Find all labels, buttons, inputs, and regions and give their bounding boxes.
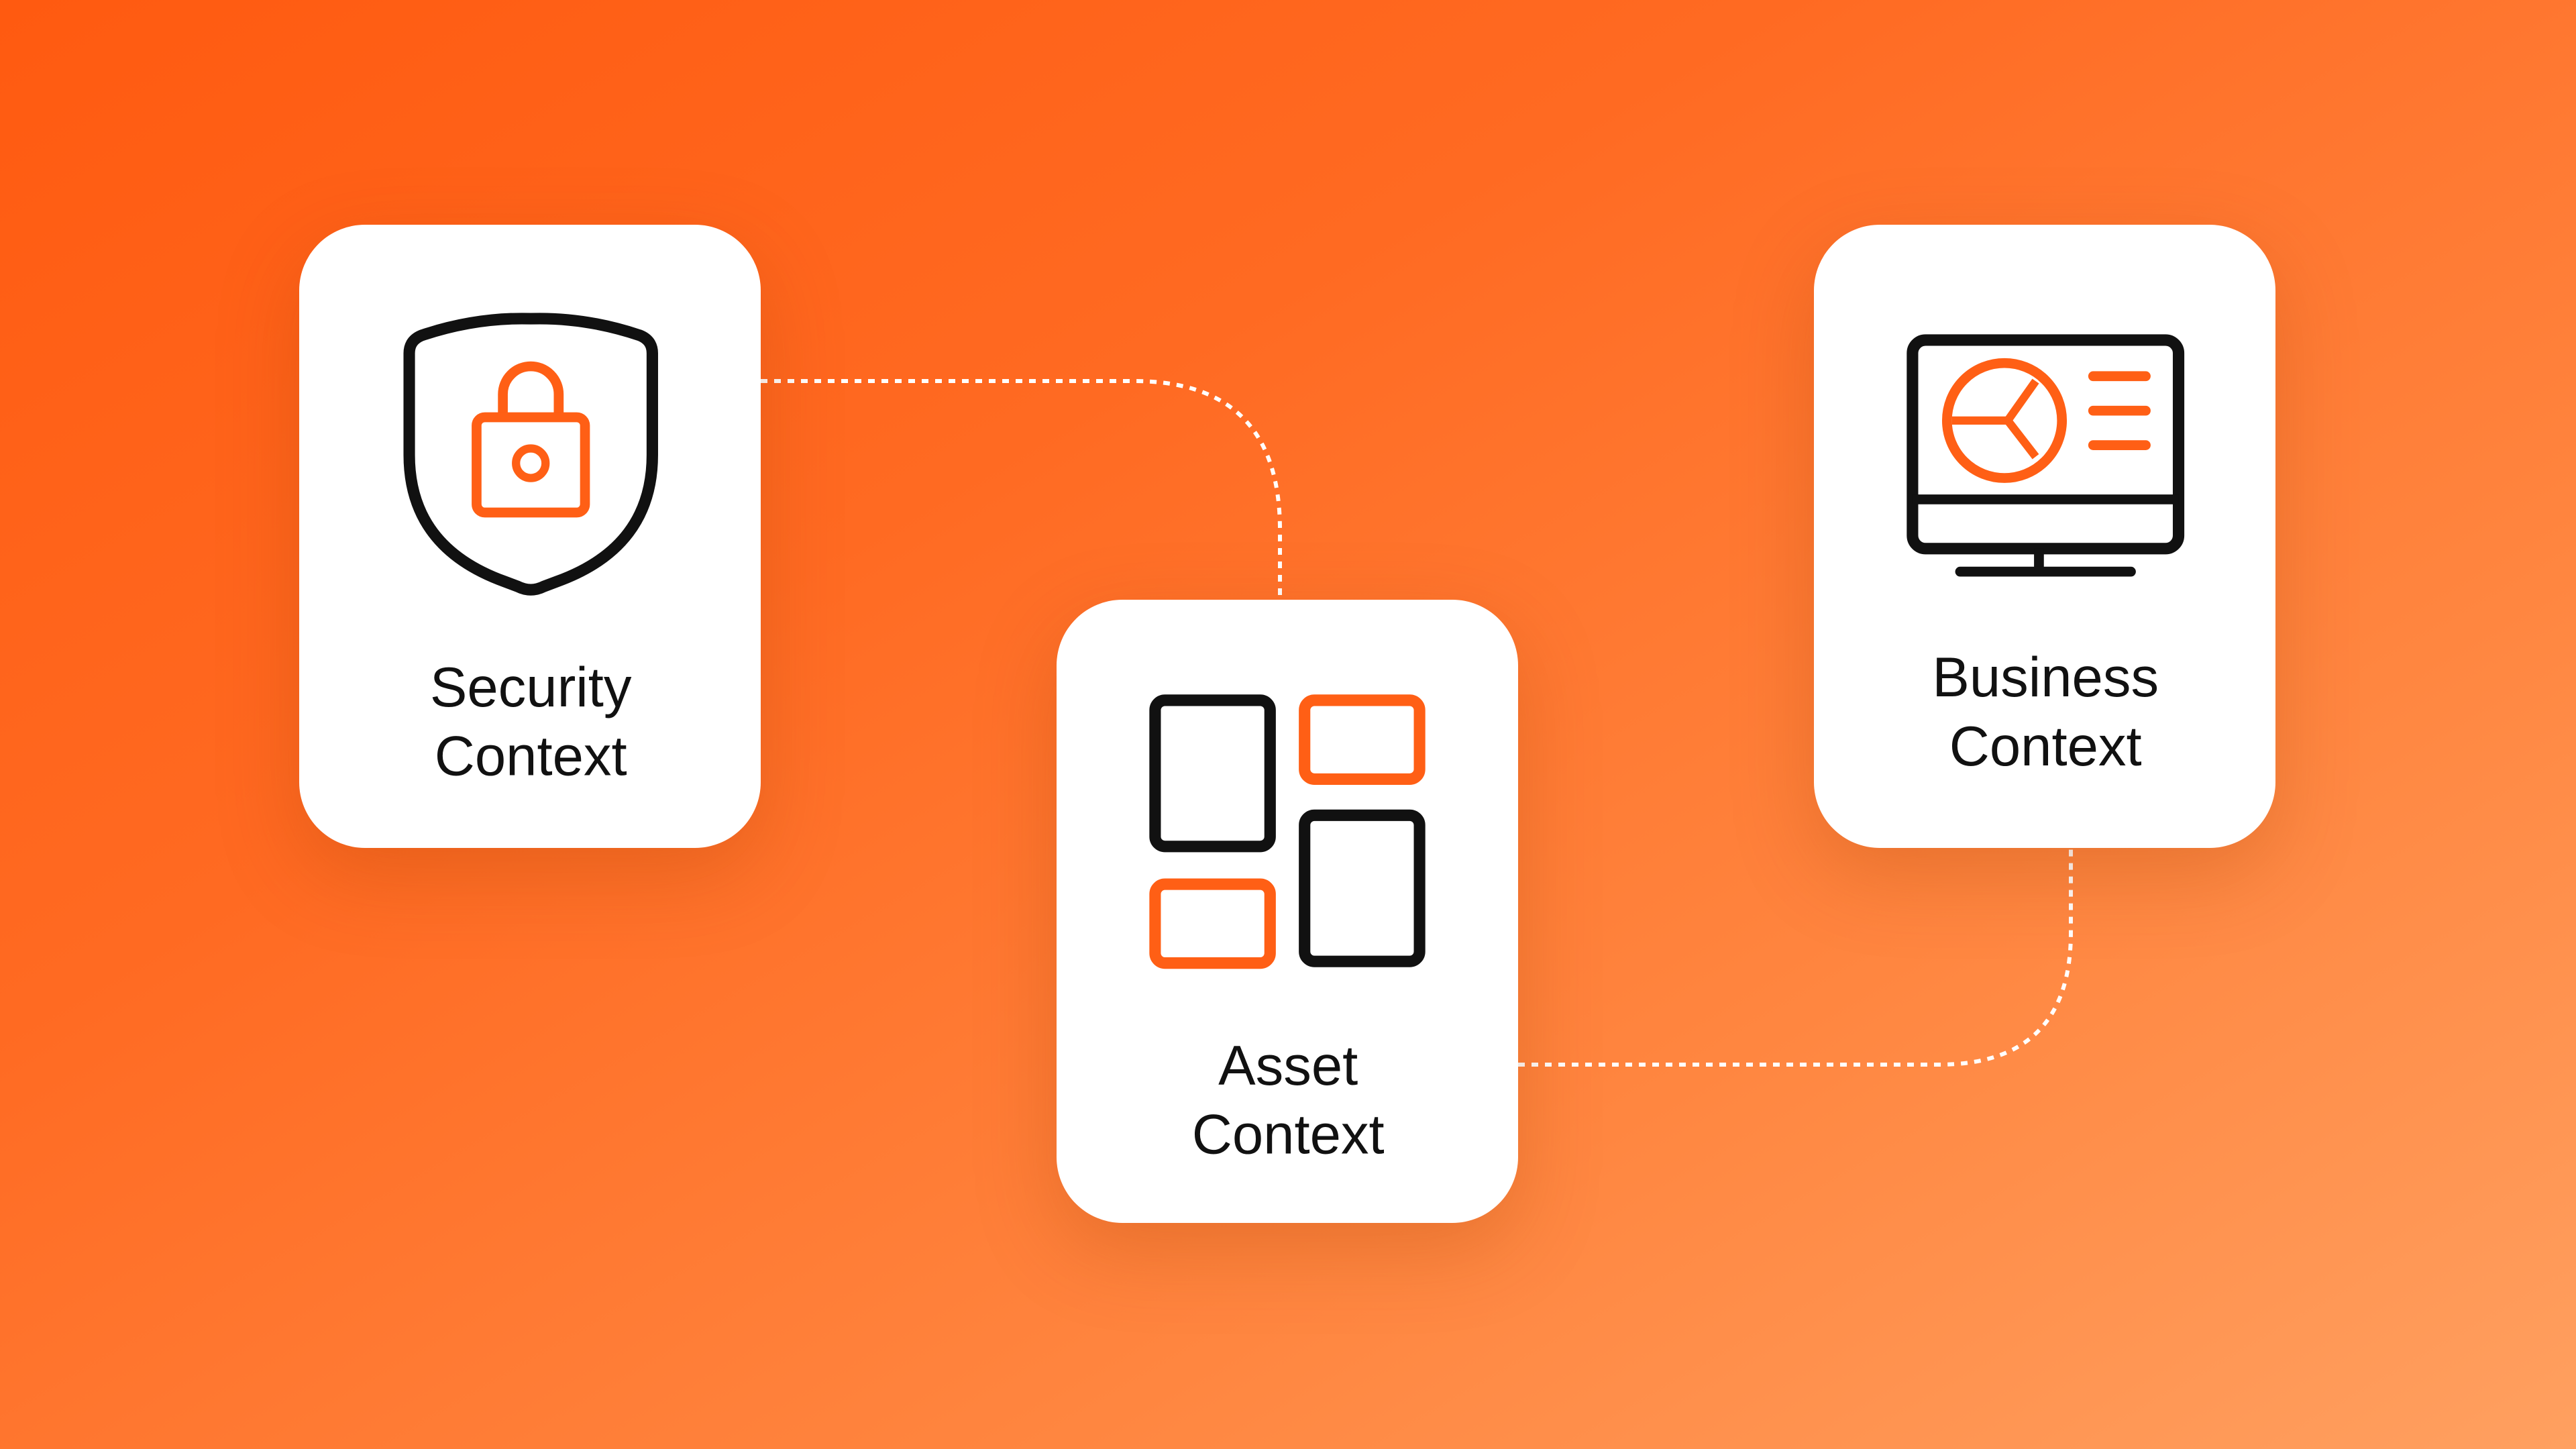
node-label-line1: Business [1932,646,2159,708]
node-label-line2: Context [1949,715,2142,777]
edge-security-asset [761,379,1282,595]
node-label-line1: Asset [1218,1034,1358,1097]
monitor-chart-icon [1907,334,2185,577]
node-label-line2: Context [1192,1104,1385,1166]
asset-grid-icon [1149,694,1426,969]
node-label-line1: Security [430,656,632,718]
asset-context-card[interactable]: Asset Context [1057,600,1518,1223]
edge-asset-business [1518,848,2073,1067]
shield-lock-icon [403,313,658,596]
node-label-line2: Context [435,725,627,788]
security-context-card[interactable]: Security Context [299,225,761,848]
business-context-card[interactable]: Business Context [1814,225,2275,848]
